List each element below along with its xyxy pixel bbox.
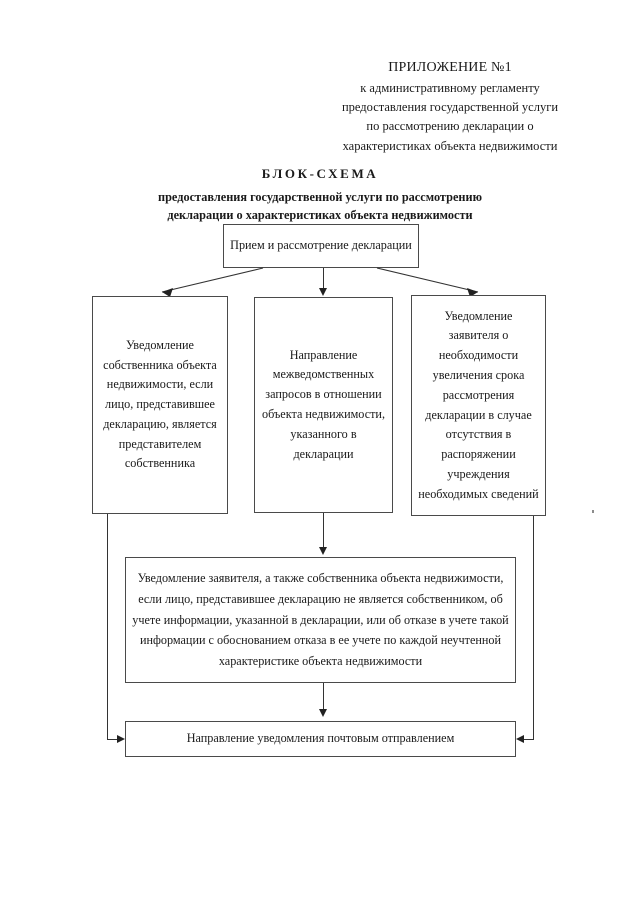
connector-extension-bypass-arrow [516, 734, 524, 743]
connector-owner-bypass-horizontal [107, 739, 118, 740]
connector-intake-to-request-arrow [318, 288, 327, 296]
connector-result-to-postal-arrow [318, 709, 327, 717]
flow-box-result-notice-label: Уведомление заявителя, а также собственн… [132, 570, 509, 669]
flow-box-postal-dispatch-label: Направление уведомления почтовым отправл… [186, 731, 455, 746]
appendix-header-line-4: по рассмотрению декларации о [366, 119, 534, 134]
appendix-number: ПРИЛОЖЕНИЕ №1 [388, 60, 512, 75]
appendix-header-line-3: предоставления государственной услуги [341, 100, 559, 115]
flow-box-intake-label: Прием и рассмотрение декларации [230, 238, 412, 253]
connector-extension-bypass-vertical [533, 516, 534, 739]
scan-artifact-speck [592, 510, 594, 513]
connector-intake-to-request-line [323, 268, 324, 290]
connector-request-to-result-line [323, 513, 324, 549]
flow-box-result-notice: Уведомление заявителя, а также собственн… [125, 557, 516, 683]
flow-box-interagency-request-label: Направление межведомственных запросов в … [262, 347, 385, 461]
flow-box-owner-notice: Уведомление собственника объекта недвижи… [92, 296, 228, 514]
appendix-header-line-2: к административному регламенту [360, 80, 540, 95]
flow-box-intake: Прием и рассмотрение декларации [223, 224, 419, 268]
flow-box-interagency-request: Направление межведомственных запросов в … [254, 297, 393, 513]
appendix-header-line-5: характеристиках объекта недвижимости [342, 138, 558, 153]
title-main: БЛОК-СХЕМА [261, 166, 379, 181]
connector-owner-bypass-vertical [107, 514, 108, 739]
title-subtitle-line-1: предоставления государственной услуги по… [158, 189, 482, 204]
connector-intake-fanout [161, 267, 479, 297]
connector-result-to-postal-line [323, 683, 324, 711]
page-title: БЛОК-СХЕМА предоставления государственно… [70, 164, 570, 224]
flow-box-owner-notice-label: Уведомление собственника объекта недвижи… [103, 337, 217, 471]
flow-box-postal-dispatch: Направление уведомления почтовым отправл… [125, 721, 516, 757]
appendix-header: ПРИЛОЖЕНИЕ №1 к административному реглам… [300, 57, 600, 156]
connector-extension-bypass-horizontal [523, 739, 534, 740]
title-subtitle-line-2: декларации о характеристиках объекта нед… [167, 207, 473, 222]
flow-box-term-extension-notice: Уведомление заявителя о необходимости ув… [411, 295, 546, 516]
connector-owner-bypass-arrow [117, 734, 125, 743]
connector-request-to-result-arrow [318, 547, 327, 555]
flow-box-term-extension-notice-label: Уведомление заявителя о необходимости ув… [418, 308, 539, 501]
